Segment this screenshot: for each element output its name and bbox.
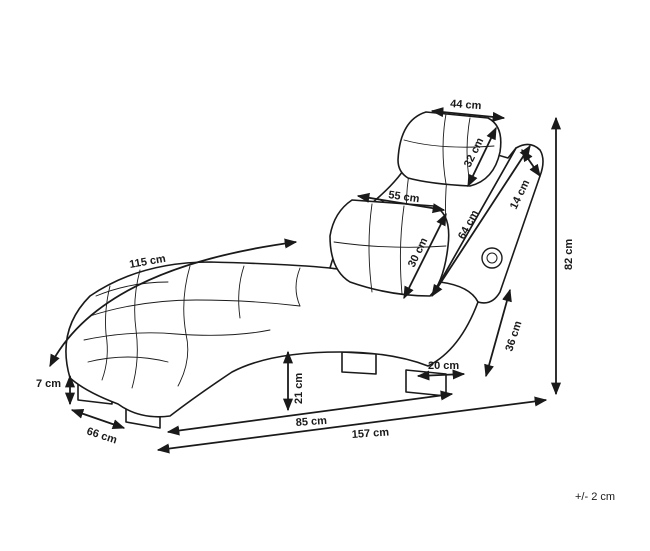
dimension-lines <box>49 107 562 454</box>
label-overall-length: 157 cm <box>351 426 389 441</box>
label-rear-foot: 20 cm <box>428 360 459 372</box>
label-headrest-width: 44 cm <box>450 98 482 112</box>
arrow-pillow-height <box>403 212 447 300</box>
arrow-overall-length <box>156 396 548 454</box>
arrow-depth <box>70 408 126 430</box>
label-seat-clearance: 21 cm <box>293 373 305 404</box>
rear-foot <box>405 369 447 397</box>
arrow-overall-curve <box>49 238 298 368</box>
arrow-headrest-width <box>430 107 506 122</box>
arrow-rear-base <box>484 288 512 378</box>
label-rear-base: 36 cm <box>503 319 524 353</box>
label-base-length: 85 cm <box>295 415 327 429</box>
label-overall-height: 82 cm <box>563 239 575 270</box>
label-foot-height: 7 cm <box>36 378 61 390</box>
label-pillow-width: 55 cm <box>388 189 421 205</box>
arrow-pillow-width <box>356 192 446 214</box>
label-depth: 66 cm <box>85 425 119 446</box>
tolerance-note: +/- 2 cm <box>575 491 615 503</box>
arrow-rear-foot <box>416 369 466 381</box>
arrow-backrest-length <box>431 144 531 298</box>
mid-foot <box>341 351 377 375</box>
